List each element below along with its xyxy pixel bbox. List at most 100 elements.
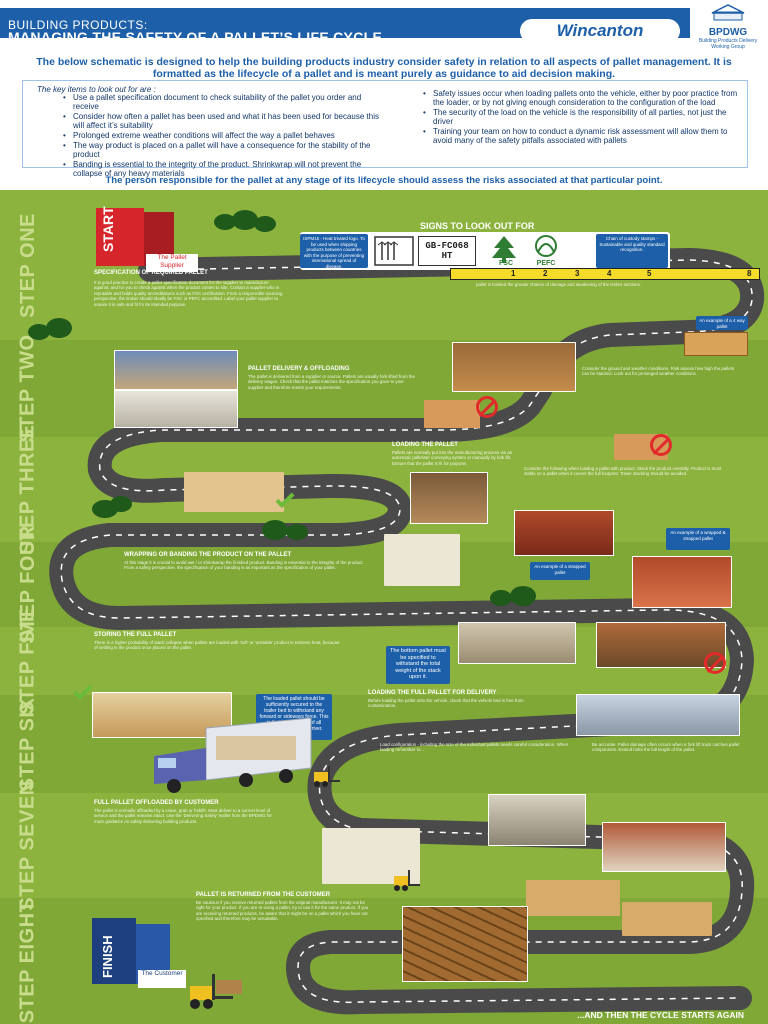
delivered-pallets-photo bbox=[602, 822, 726, 872]
forklift-icon bbox=[394, 870, 420, 891]
stacked-pallet-image bbox=[184, 472, 284, 512]
gb-stamp: GB-FC068 HT bbox=[418, 236, 476, 266]
header-title-line1: BUILDING PRODUCTS: bbox=[8, 18, 148, 32]
wrapped-pallet-image bbox=[384, 534, 460, 586]
weather-text-step2: Consider the ground and weather conditio… bbox=[582, 366, 735, 377]
key-items-left: Use a pallet specification document to c… bbox=[63, 93, 383, 179]
pallet-supplier-label: The Pallet Supplier bbox=[146, 254, 198, 272]
truck-load-photo bbox=[576, 694, 740, 736]
cycle-restart-text: ...AND THEN THE CYCLE STARTS AGAIN bbox=[577, 1010, 744, 1020]
pallet-stack-photo bbox=[402, 906, 528, 982]
tree-icon bbox=[254, 216, 276, 232]
signs-title: SIGNS TO LOOK OUT FOR bbox=[420, 221, 535, 231]
section-text-step8: Be cautious if you receive returned pall… bbox=[196, 900, 369, 922]
key-item: The security of the load on the vehicle … bbox=[423, 108, 741, 126]
page-title: MANAGING THE SAFETY OF A PALLET’S LIFE C… bbox=[8, 29, 383, 45]
pallet-image bbox=[684, 332, 748, 356]
section-text-step7: The pallet is normally offloaded by a cr… bbox=[94, 808, 272, 824]
bpdwg-subtitle: Building Products Delivery Working Group bbox=[698, 38, 758, 50]
bpdwg-logo-text: BPDWG bbox=[708, 27, 748, 38]
customer-label: The Customer bbox=[138, 970, 186, 988]
section-title-step2: PALLET DELIVERY & OFFLOADING bbox=[248, 366, 350, 372]
section-text-step4: At this stage it is crucial to avoid wet… bbox=[124, 560, 364, 571]
four-way-pallet-callout: An example of a 4 way pallet bbox=[696, 316, 748, 330]
section-text-step3: Pallets are normally put into the manufa… bbox=[392, 450, 513, 466]
accuracy-text-step6: Be accurate. Pallet damage often occurs … bbox=[592, 742, 740, 753]
section-title-step6: LOADING THE FULL PALLET FOR DELIVERY bbox=[368, 690, 497, 696]
key-item: Banding is essential to the integrity of… bbox=[63, 160, 383, 178]
bpdwg-mark-icon bbox=[711, 4, 745, 21]
tree-icon bbox=[214, 214, 236, 230]
lifecycle-diagram: STEP ONE STEP TWO STEP THREE STEP FOUR S… bbox=[0, 190, 768, 1024]
tree-icon bbox=[510, 586, 536, 606]
wrapped-strapped-photo bbox=[632, 556, 732, 608]
key-item: Use a pallet specification document to c… bbox=[63, 93, 383, 111]
strapped-pallet-callout: An example of a strapped pallet bbox=[530, 562, 590, 580]
tree-icon bbox=[286, 524, 308, 540]
start-sign: START bbox=[96, 206, 176, 266]
loaded-pallet-photo bbox=[92, 692, 232, 738]
bottom-pallet-callout: The bottom pallet must be specified to w… bbox=[386, 646, 450, 684]
tree-icon bbox=[490, 590, 512, 606]
pefc-label: PEFC bbox=[536, 260, 556, 267]
loading-notes-step3: Consider the following when loading a pa… bbox=[524, 466, 722, 477]
section-title-step8: PALLET IS RETURNED FROM THE CUSTOMER bbox=[196, 892, 331, 898]
section-note-step1: pallet is hoisted the greater chance of … bbox=[476, 282, 641, 287]
prohibited-icon bbox=[650, 434, 672, 456]
fsc-tree-icon bbox=[492, 236, 516, 263]
wrapped-strapped-callout: An example of a wrapped & strapped palle… bbox=[666, 528, 730, 550]
key-items-box: The key items to look out for are : Use … bbox=[22, 80, 748, 178]
section-title-step4: WRAPPING OR BANDING THE PRODUCT ON THE P… bbox=[124, 552, 292, 558]
ispm15-wheat-stamp-icon bbox=[374, 236, 414, 266]
wincanton-logo: Wincanton bbox=[520, 19, 680, 43]
section-title-step1: SPECIFICATION OF REQUIRED PALLET bbox=[94, 270, 208, 276]
prohibited-icon bbox=[476, 396, 498, 418]
section-text-step6: Before loading the pallet onto the vehic… bbox=[368, 698, 524, 709]
finish-label: FINISH bbox=[100, 935, 115, 978]
key-item: Consider how often a pallet has been use… bbox=[63, 112, 383, 130]
header-band: BUILDING PRODUCTS: MANAGING THE SAFETY O… bbox=[0, 8, 690, 45]
tree-icon bbox=[46, 318, 72, 338]
section-text-step2: The pallet is delivered from a supplier … bbox=[248, 374, 415, 390]
header: BUILDING PRODUCTS: MANAGING THE SAFETY O… bbox=[0, 0, 768, 50]
section-title-step3: LOADING THE PALLET bbox=[392, 442, 458, 448]
key-item: Prolonged extreme weather conditions wil… bbox=[63, 131, 383, 140]
tree-icon bbox=[232, 210, 258, 230]
section-title-step7: FULL PALLET OFFLOADED BY CUSTOMER bbox=[94, 800, 219, 806]
intro-text: The below schematic is designed to help … bbox=[36, 56, 732, 80]
delivery-truck-photo bbox=[114, 350, 238, 390]
section-text-step5: There is a higher probability of stack c… bbox=[94, 640, 340, 651]
pefc-tree-icon bbox=[535, 235, 557, 257]
ispm-callout: ISPM15 - Heat treated logo. To be used w… bbox=[300, 234, 368, 269]
key-items-right: Safety issues occur when loading pallets… bbox=[423, 89, 741, 146]
stored-pallets-photo bbox=[458, 622, 576, 664]
weathered-pallet-photo bbox=[452, 342, 576, 392]
finish-sign: FINISH bbox=[92, 918, 172, 984]
delivery-truck-icon bbox=[154, 718, 312, 793]
forklift-icon bbox=[190, 974, 242, 1009]
start-label: START bbox=[100, 206, 116, 252]
ruler: 1 2 3 4 5 8 bbox=[450, 268, 760, 280]
section-title-step5: STORING THE FULL PALLET bbox=[94, 632, 177, 638]
forklift-icon bbox=[314, 766, 340, 787]
tree-icon bbox=[110, 496, 132, 512]
chain-of-custody-callout: Chain of custody stamps - Sustainable an… bbox=[596, 234, 668, 268]
key-item: Safety issues occur when loading pallets… bbox=[423, 89, 741, 107]
offloaded-pallets-image bbox=[322, 828, 420, 884]
returned-pallets-image bbox=[622, 902, 712, 936]
key-item: Training your team on how to conduct a d… bbox=[423, 127, 741, 145]
returned-pallets-image bbox=[526, 880, 620, 916]
bagged-pallets-photo bbox=[114, 390, 238, 428]
prohibited-icon bbox=[704, 652, 726, 674]
brick-pallet-photo bbox=[514, 510, 614, 556]
tree-icon bbox=[262, 520, 288, 540]
fsc-label: FSC bbox=[499, 260, 513, 267]
section-text-step1: It is good practice to create a pallet s… bbox=[94, 280, 283, 307]
key-items-title: The key items to look out for are : bbox=[37, 85, 156, 94]
tree-icon bbox=[28, 324, 50, 340]
responsibility-statement: The person responsible for the pallet at… bbox=[105, 175, 663, 186]
key-item: The way product is placed on a pallet wi… bbox=[63, 141, 383, 159]
damaged-pallet-image bbox=[424, 400, 480, 428]
loading-worker-photo bbox=[410, 472, 488, 524]
bpdwg-logo: BPDWG Building Products Delivery Working… bbox=[694, 4, 762, 50]
